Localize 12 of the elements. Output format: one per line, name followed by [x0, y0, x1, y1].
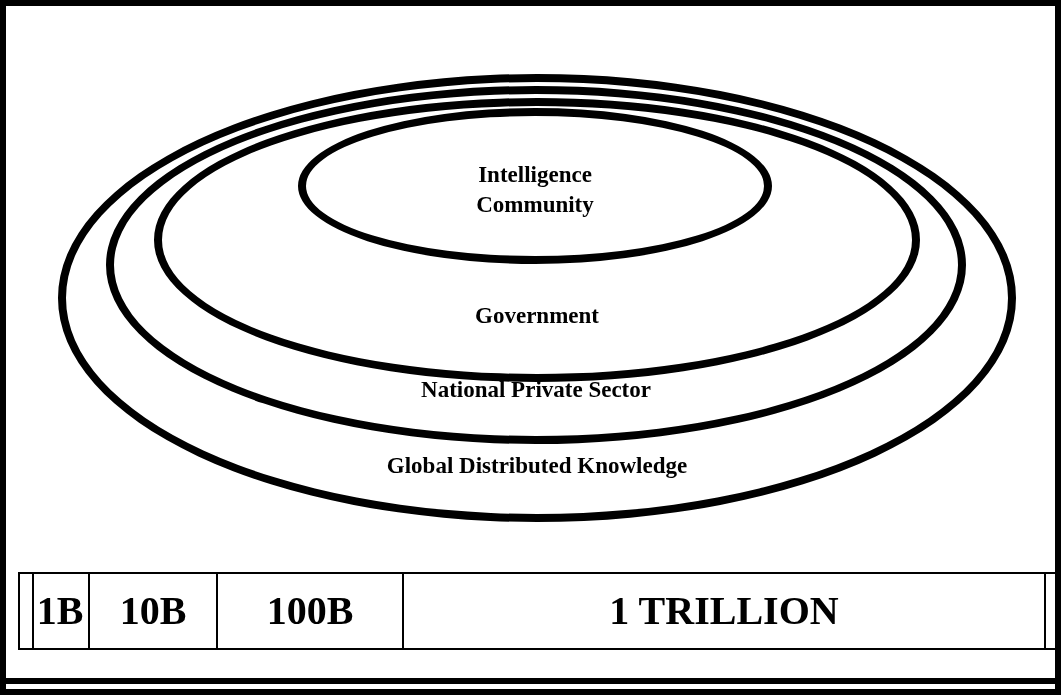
scale-value: 100B	[266, 587, 354, 635]
scale-value: 10B	[119, 587, 187, 635]
ring-label: National Private Sector	[420, 376, 652, 404]
ring-label: Government	[474, 302, 600, 330]
ellipse-ring	[106, 86, 966, 444]
ring-label: Intelligence Community	[475, 161, 595, 219]
ellipse-ring	[154, 98, 920, 382]
scale-value: 1 TRILLION	[609, 587, 839, 635]
scale-value: 1B	[36, 587, 84, 635]
ellipse-ring	[58, 74, 1016, 522]
ring-label: Global Distributed Knowledge	[385, 452, 689, 480]
ellipse-ring	[298, 108, 772, 264]
